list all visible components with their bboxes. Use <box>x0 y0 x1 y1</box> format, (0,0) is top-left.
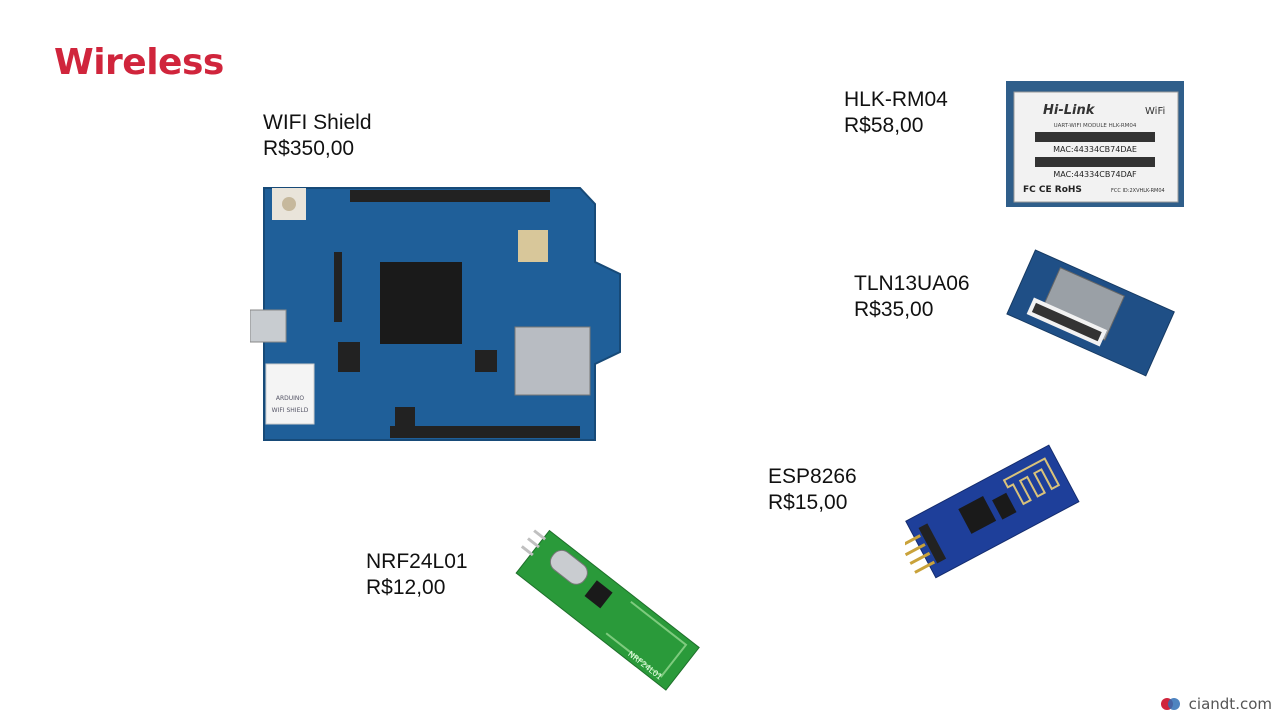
hlk-wifi-text: WiFi <box>1145 106 1165 117</box>
tln13ua06-image <box>1006 249 1175 377</box>
hlk-rm04-image: Hi-Link WiFi UART-WIFI MODULE HLK-RM04 M… <box>1006 81 1184 207</box>
product-name: ESP8266 <box>768 465 857 488</box>
shield-brand-text: ARDUINO <box>276 395 305 402</box>
product-label-nrf24l01: NRF24L01 R$12,00 <box>366 549 468 601</box>
hlk-brand-text: Hi-Link <box>1043 103 1096 118</box>
product-name: HLK-RM04 <box>844 88 948 111</box>
hlk-mac2-text: MAC:44334CB74DAF <box>1053 170 1137 179</box>
hlk-fcc-text: FCC ID:2XVHLK-RM04 <box>1111 188 1165 194</box>
product-name: WIFI Shield <box>263 111 372 134</box>
product-price: R$35,00 <box>854 298 934 321</box>
product-name: TLN13UA06 <box>854 272 970 295</box>
product-price: R$350,00 <box>263 137 355 160</box>
product-price: R$12,00 <box>366 576 446 599</box>
hlk-cert-text: FC CE RoHS <box>1023 185 1082 195</box>
slide-title: Wireless <box>54 42 224 83</box>
product-label-esp8266: ESP8266 R$15,00 <box>768 464 857 516</box>
product-label-wifi-shield: WIFI Shield R$350,00 <box>263 110 372 162</box>
product-price: R$15,00 <box>768 491 848 514</box>
esp8266-image <box>905 444 1080 579</box>
ciandt-logo-icon <box>1160 698 1180 710</box>
wifi-shield-image: ARDUINO WIFI SHIELD <box>250 187 621 441</box>
hlk-mac1-text: MAC:44334CB74DAE <box>1053 145 1137 154</box>
product-name: NRF24L01 <box>366 550 468 573</box>
product-price: R$58,00 <box>844 114 924 137</box>
ciandt-logo: ciandt.com <box>1159 695 1272 713</box>
shield-name-text: WIFI SHIELD <box>272 407 309 414</box>
logo-text: ciandt.com <box>1188 695 1272 713</box>
product-label-hlk-rm04: HLK-RM04 R$58,00 <box>844 87 948 139</box>
hlk-module-text: UART-WIFI MODULE HLK-RM04 <box>1054 123 1137 129</box>
product-label-tln13ua06: TLN13UA06 R$35,00 <box>854 271 970 323</box>
nrf24l01-image: NRF24L01 <box>515 529 700 691</box>
